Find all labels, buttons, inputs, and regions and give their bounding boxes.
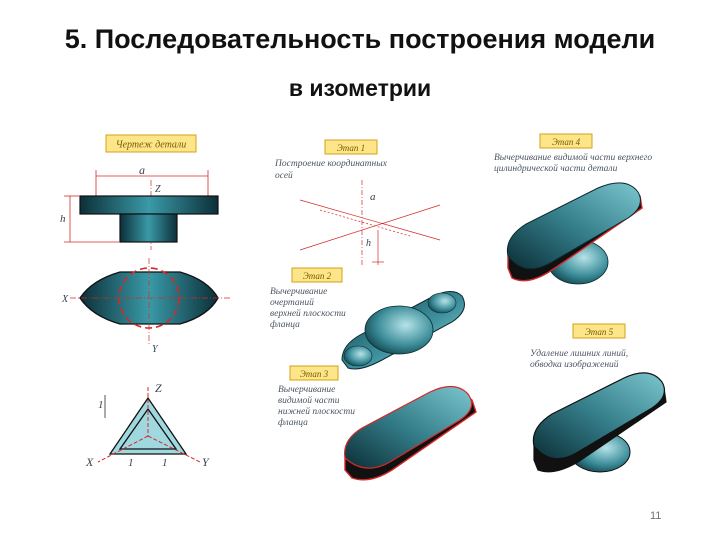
stage-1-tag: Этап 1 [324,139,378,155]
iso-z-label: Z [155,381,162,395]
stage-3-flange [344,385,477,481]
page-number: 11 [650,510,662,522]
stage-3-tag: Этап 3 [289,365,339,381]
iso-axes-diagram [97,387,201,463]
stage-4-caption-line-1: Вычерчивание видимой части верхнего [494,152,652,163]
front-view-cylinder [119,213,178,243]
slide-title: 5. Последовательность построения модели [64,24,656,54]
stage-4-caption-line-2: цилиндрической части детали [494,163,618,174]
stage-2-caption-line-2: очертаний [270,297,314,308]
slide-subtitle: в изометрии [288,75,432,101]
stage-5-caption-line-1: Удаление лишних линий, [530,348,628,359]
stage-5-tag-label: Этап 5 [585,327,614,337]
stage-1-dim-a-label: a [370,191,376,203]
stage-3-tag-label: Этап 3 [300,369,329,379]
iso-x-label: X [85,455,94,469]
stage-2-flange-top [341,291,465,370]
iso-y-label: Y [202,455,210,469]
stage-1-tag-label: Этап 1 [337,143,365,153]
stage-2-caption-line-3: верхней плоскости [270,308,346,319]
dim-a-line [95,170,209,196]
drawing-tag-label: Чертеж детали [116,140,187,151]
stage-5-model [532,372,667,473]
stage-1-axes [299,180,441,265]
iso-unit-left: 1 [98,399,104,411]
dim-h-line [64,195,120,243]
stage-2-tag-label: Этап 2 [303,271,332,281]
stage-3-caption-line-1: Вычерчивание [278,385,335,395]
drawing-tag: Чертеж детали [105,134,197,153]
top-view-y-label: Y [152,344,159,355]
stage-4-model [506,182,643,285]
iso-unit-bottom: 1 [128,457,134,469]
iso-unit-right: 1 [162,457,168,469]
stage-4-tag-label: Этап 4 [552,137,581,147]
stage-4-tag: Этап 4 [539,133,593,149]
stage-1-dim-h-label: h [366,238,371,249]
stage-3-caption-line-3: нижней плоскости [278,406,355,417]
stage-2-caption-line-1: Вычерчивание [270,287,327,297]
stage-5-caption-line-2: обводка изображений [530,359,619,370]
stage-5-tag: Этап 5 [572,323,626,339]
dim-a-label: a [139,163,145,177]
stage-2-caption-line-4: фланца [270,319,300,330]
stage-3-caption-line-4: фланца [278,417,308,428]
stage-2-tag: Этап 2 [291,267,343,283]
stage-1-caption-line-2: осей [275,170,293,181]
top-view-x-label: X [61,294,69,305]
drawing-z-label: Z [155,184,161,195]
stage-1-caption-line-1: Построение координатных [274,158,388,169]
front-view-flange [79,195,219,215]
stage-3-caption-line-2: видимой части [278,395,340,406]
dim-h-label: h [60,213,66,225]
